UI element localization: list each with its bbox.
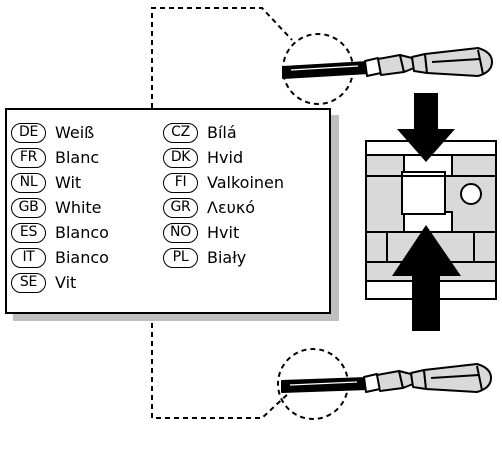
legend-row-cz: CZ Bílá: [163, 120, 237, 145]
language-code-badge: FR: [11, 147, 46, 168]
legend-row-es: ES Blanco: [11, 220, 109, 245]
color-word: White: [55, 198, 102, 217]
language-code-badge: PL: [163, 247, 198, 268]
bottom-crimp-terminal-icon: [281, 363, 492, 393]
color-word: Blanc: [55, 148, 100, 167]
arrow-up-icon: [392, 225, 461, 331]
color-word: Valkoinen: [207, 173, 285, 192]
color-word: Blanco: [55, 223, 109, 242]
legend-row-gb: GB White: [11, 195, 102, 220]
legend-row-it: IT Bianco: [11, 245, 109, 270]
color-word: Wit: [55, 173, 82, 192]
color-word: Vit: [55, 273, 77, 292]
language-code-badge: SE: [11, 272, 46, 293]
legend-row-dk: DK Hvid: [163, 145, 243, 170]
language-code-badge: IT: [11, 247, 46, 268]
color-word: Bílá: [207, 123, 237, 142]
language-code-badge: DK: [163, 147, 198, 168]
language-code-badge: DE: [11, 122, 46, 143]
color-legend-panel: DE Weiß FR Blanc NL Wit GB White ES Blan…: [5, 108, 331, 314]
legend-row-se: SE Vit: [11, 270, 76, 295]
color-word: Hvid: [207, 148, 244, 167]
legend-row-gr: GR Λευκό: [163, 195, 255, 220]
legend-row-no: NO Hvit: [163, 220, 239, 245]
language-code-badge: CZ: [163, 122, 198, 143]
bottom-leader-line: [151, 314, 291, 419]
legend-row-nl: NL Wit: [11, 170, 81, 195]
color-word: Bianco: [55, 248, 109, 267]
language-code-badge: GR: [163, 197, 198, 218]
language-code-badge: NO: [163, 222, 198, 243]
language-code-badge: ES: [11, 222, 46, 243]
color-word: Λευκό: [207, 198, 256, 217]
top-leader-line: [151, 7, 293, 108]
legend-row-de: DE Weiß: [11, 120, 94, 145]
language-code-badge: NL: [11, 172, 46, 193]
color-word: Weiß: [55, 123, 95, 142]
legend-row-fr: FR Blanc: [11, 145, 99, 170]
legend-row-fi: FI Valkoinen: [163, 170, 284, 195]
language-code-badge: FI: [163, 172, 198, 193]
legend-row-pl: PL Biały: [163, 245, 246, 270]
color-word: Biały: [207, 248, 247, 267]
arrow-down-icon: [397, 93, 455, 162]
color-word: Hvit: [207, 223, 240, 242]
top-crimp-terminal-icon: [282, 47, 493, 79]
language-code-badge: GB: [11, 197, 46, 218]
